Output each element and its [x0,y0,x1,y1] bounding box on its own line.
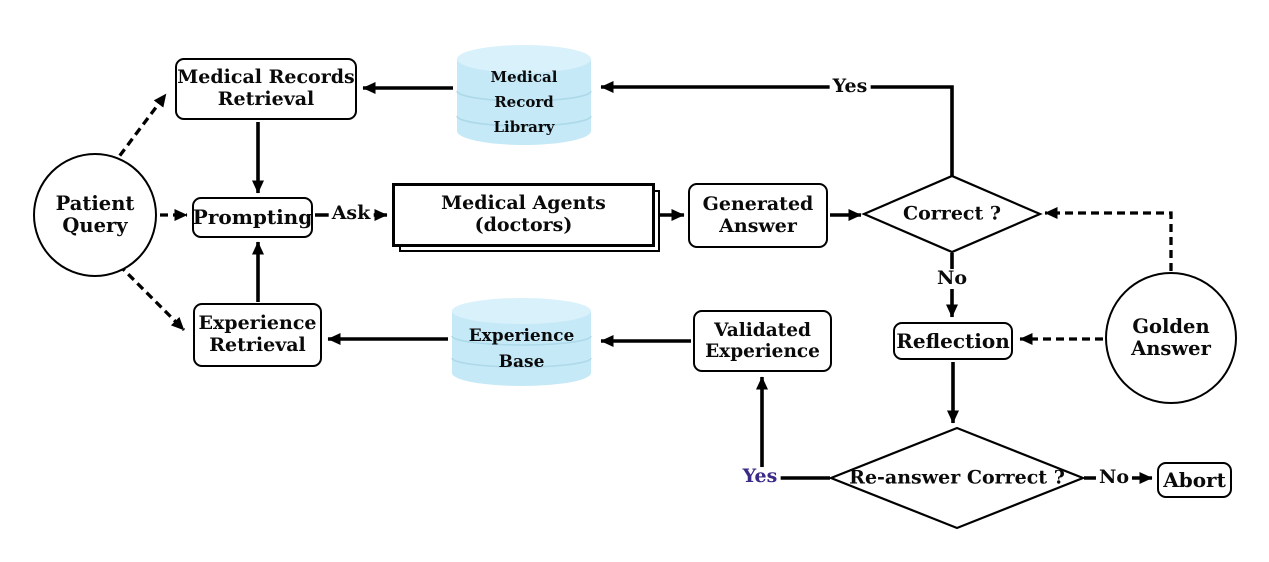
medical-agents-label: (doctors) [474,214,573,236]
validated-experience-node: Validated Experience [693,310,832,372]
validated-experience-label: Experience [705,341,820,362]
prompting-label: Prompting [192,205,313,229]
validated-experience-label: Validated [714,319,811,341]
no-label-correct: No [933,268,971,289]
dashed-query-to-records [110,93,168,167]
yes-label-reanswer: Yes [739,466,781,487]
experience-retrieval-label: Experience [198,312,317,335]
medical-record-library-node: Medical Record Library [455,43,593,147]
patient-query-label: Query [62,214,128,237]
generated-answer-label: Answer [719,214,797,237]
correct-decision-label: Correct ? [903,202,1001,225]
generated-answer-node: Generated Answer [688,183,828,248]
database-icon [456,45,592,145]
arrow-reanswer-yes-to-validated [756,376,830,480]
dashed-golden-to-correct [1044,207,1173,271]
golden-answer-node: Golden Answer [1105,272,1237,404]
medical-records-retrieval-label: Medical Records [177,66,355,89]
medical-records-retrieval-label: Retrieval [217,88,315,110]
experience-retrieval-label: Retrieval [209,334,306,356]
arrow-correct-yes-to-library [600,81,954,176]
patient-query-node: Patient Query [33,153,157,277]
medical-agents-label: Medical Agents [441,192,606,215]
medical-record-library-label: Medical [490,68,558,86]
experience-base-node: Experience Base [450,296,593,388]
reflection-label: Reflection [896,328,1010,353]
abort-node: Abort [1157,462,1232,498]
patient-query-label: Patient [55,191,135,215]
medical-record-library-label: Record [494,93,554,111]
ask-label: Ask [328,203,374,224]
medical-records-retrieval-node: Medical Records Retrieval [175,58,357,120]
golden-answer-label: Golden [1132,314,1210,338]
abort-label: Abort [1163,467,1226,492]
prompting-node: Prompting [192,197,313,238]
experience-base-label: Base [498,352,545,372]
correct-decision-diamond [861,174,1043,254]
reflection-node: Reflection [893,322,1013,360]
yes-label-correct: Yes [829,76,871,97]
golden-answer-label: Answer [1131,337,1211,360]
medical-agents-node: Medical Agents (doctors) [392,183,655,247]
medical-record-library-label: Library [493,118,555,136]
reanswer-decision-diamond [828,426,1086,530]
dashed-query-to-retrieval [117,263,186,332]
generated-answer-label: Generated [702,192,814,215]
experience-retrieval-node: Experience Retrieval [193,303,322,367]
no-label-reanswer: No [1095,467,1133,488]
reanswer-decision-label: Re-answer Correct ? [849,466,1065,489]
database-icon [451,298,592,386]
experience-base-label: Experience [468,326,575,346]
